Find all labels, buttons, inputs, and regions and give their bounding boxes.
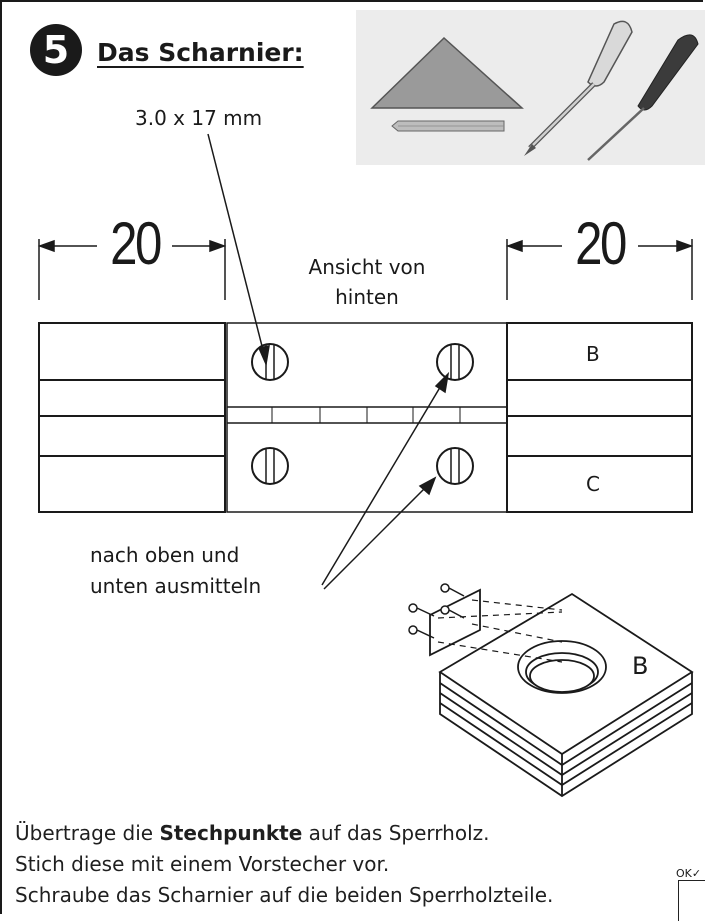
centering-note-line2: unten ausmitteln bbox=[90, 574, 262, 598]
instruction-keyword: Stechpunkte bbox=[159, 821, 303, 845]
screwdriver-icon bbox=[524, 20, 633, 156]
dimension-left bbox=[37, 239, 227, 300]
view-label-line2: hinten bbox=[335, 285, 399, 309]
centering-note-line1: nach oben und bbox=[90, 543, 240, 567]
view-label-line1: Ansicht von bbox=[308, 255, 426, 279]
set-square-icon bbox=[370, 36, 524, 109]
view-label: Ansicht von hinten bbox=[287, 252, 447, 312]
isometric-plywood-illustration bbox=[408, 583, 694, 798]
instruction-line-1: Übertrage die Stechpunkte auf das Sperrh… bbox=[15, 818, 553, 849]
leader-lines bbox=[207, 133, 450, 590]
ok-checkbox-label: OK✓ bbox=[676, 867, 702, 880]
screw-icon bbox=[251, 343, 289, 381]
dimension-right bbox=[505, 239, 694, 300]
screw-spec-label: 3.0 x 17 mm bbox=[135, 106, 263, 130]
dimension-right-value: 20 bbox=[575, 210, 627, 277]
screw-icon bbox=[436, 343, 474, 381]
screw-icon bbox=[251, 447, 289, 485]
centering-note: nach oben und unten ausmitteln bbox=[90, 540, 261, 602]
instruction-line-1-start: Übertrage die bbox=[15, 821, 160, 845]
instruction-line-2: Stich diese mit einem Vorstecher vor. bbox=[15, 852, 390, 876]
screw-icon bbox=[436, 447, 474, 485]
tools-panel bbox=[356, 10, 705, 165]
section-title: Das Scharnier: bbox=[97, 38, 304, 67]
isometric-part-label: B bbox=[632, 652, 649, 680]
awl-icon bbox=[587, 34, 699, 161]
dimension-left-value: 20 bbox=[110, 210, 162, 277]
ok-checkbox[interactable] bbox=[678, 880, 705, 921]
pencil-icon bbox=[391, 120, 505, 132]
instructions-text: Übertrage die Stechpunkte auf das Sperrh… bbox=[15, 818, 553, 911]
instruction-line-3: Schraube das Scharnier auf die beiden Sp… bbox=[15, 883, 554, 907]
part-b-label: B bbox=[586, 342, 600, 366]
part-c-label: C bbox=[586, 472, 600, 496]
step-number-badge: 5 bbox=[30, 24, 82, 76]
instruction-line-1-end: auf das Sperrholz. bbox=[302, 821, 490, 845]
